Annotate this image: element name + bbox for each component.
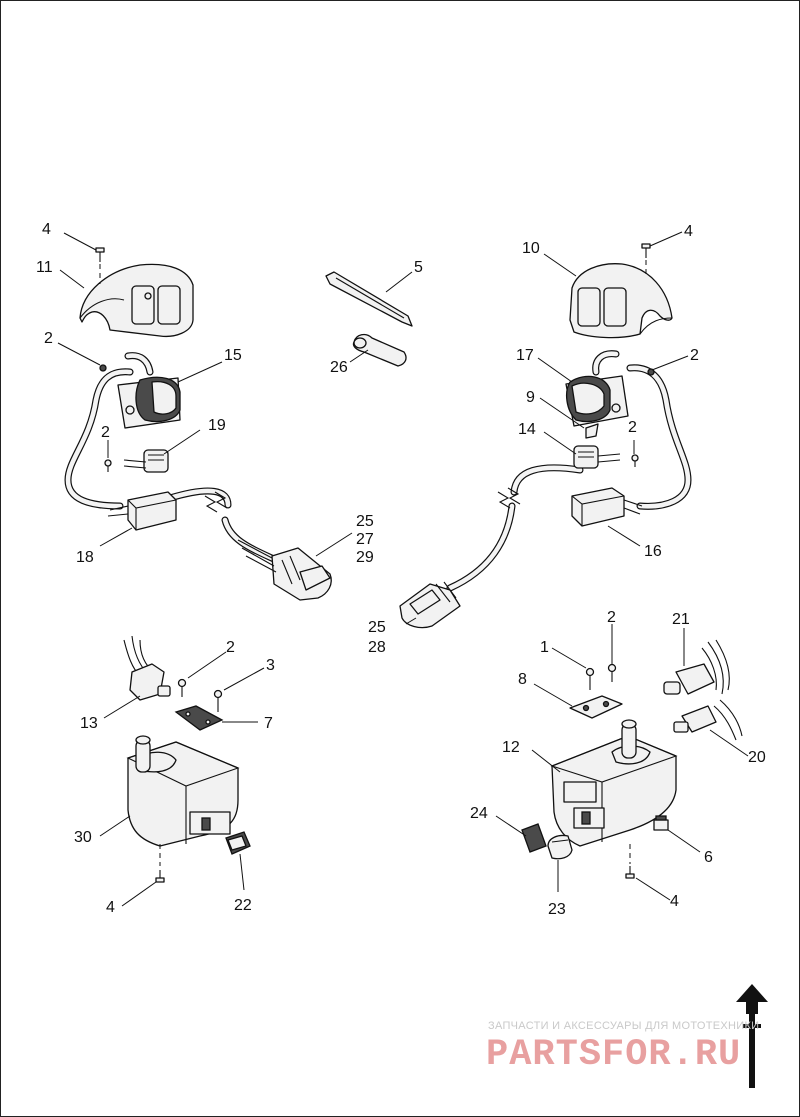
- callout-9: 9: [526, 389, 535, 406]
- callout-15: 15: [224, 347, 242, 364]
- callout-4-left-top: 4: [42, 221, 51, 238]
- cable-strap-5: [325, 271, 413, 327]
- callout-20: 20: [748, 749, 766, 766]
- callout-24: 24: [470, 805, 488, 822]
- callout-2-lower-left: 2: [226, 639, 235, 656]
- watermark-caption: ЗАПЧАСТИ И АКСЕССУАРЫ ДЛЯ МОТОТЕХНИКИ: [488, 1020, 760, 1032]
- callout-6: 6: [704, 849, 713, 866]
- callout-16: 16: [644, 543, 662, 560]
- plate-7: [174, 705, 224, 731]
- lower-housing-30: [126, 735, 240, 847]
- callout-25-right: 25: [368, 619, 386, 636]
- callout-4-lower-right: 4: [670, 893, 679, 910]
- button-23: [547, 834, 573, 860]
- watermark-logo: PARTSFOR.RU: [486, 1034, 742, 1076]
- screw-4-lower-left: [155, 844, 165, 883]
- button-24: [521, 823, 547, 853]
- lower-housing-12: [550, 719, 678, 847]
- screw-3: [213, 689, 223, 712]
- callout-10: 10: [522, 240, 540, 257]
- right-switch-17: [565, 375, 629, 427]
- switch-20: [673, 699, 743, 741]
- callout-28: 28: [368, 639, 386, 656]
- screw-1: [585, 667, 595, 690]
- switch-21: [663, 639, 730, 695]
- callout-17: 17: [516, 347, 534, 364]
- callout-14: 14: [518, 421, 536, 438]
- callout-2-right-a: 2: [690, 347, 699, 364]
- sleeve-26: [352, 333, 407, 367]
- callout-18: 18: [76, 549, 94, 566]
- screw-2-lower-left: [177, 678, 187, 697]
- button-22: [225, 831, 251, 855]
- screw-2-left-b: [104, 459, 112, 472]
- callout-21: 21: [672, 611, 690, 628]
- right-switch-16: [571, 487, 643, 527]
- callout-29: 29: [356, 549, 374, 566]
- leader-lines: [57, 231, 749, 907]
- left-switch-19: [123, 449, 169, 473]
- callout-2-lower-right: 2: [607, 609, 616, 626]
- callout-11: 11: [36, 259, 53, 276]
- left-connector-25-27-29: [237, 539, 332, 601]
- plate-8: [569, 695, 623, 719]
- clip-9: [585, 423, 599, 439]
- callout-25-left: 25: [356, 513, 374, 530]
- screw-2-right-a: [647, 368, 655, 376]
- right-upper-housing-10: [569, 263, 673, 339]
- callout-4-lower-left: 4: [106, 899, 115, 916]
- callout-19: 19: [208, 417, 226, 434]
- screw-4-lower-right: [625, 844, 635, 879]
- switch-13: [123, 635, 171, 701]
- callout-26: 26: [330, 359, 348, 376]
- callout-2-right-b: 2: [628, 419, 637, 436]
- screw-4-left-top: [95, 247, 105, 284]
- callout-3: 3: [266, 657, 275, 674]
- callout-labels: 4 11 2 15 2 19 18 25 27 29 5 26 10 4 17 …: [36, 221, 766, 918]
- plug-6: [653, 815, 669, 831]
- callout-8: 8: [518, 671, 527, 688]
- callout-2-left-b: 2: [101, 424, 110, 441]
- callout-13: 13: [80, 715, 98, 732]
- screw-2-lower-right: [607, 663, 617, 682]
- left-switch-15: [117, 376, 181, 429]
- callout-22: 22: [234, 897, 252, 914]
- callout-27: 27: [356, 531, 374, 548]
- screw-2-right-b: [631, 454, 639, 467]
- right-wiring-harness: [446, 350, 692, 592]
- right-switch-14: [573, 445, 621, 469]
- right-connector-25-28: [399, 581, 461, 629]
- callout-2-left-a: 2: [44, 330, 53, 347]
- screw-4-right-top: [641, 243, 651, 278]
- callout-1: 1: [540, 639, 549, 656]
- screw-2-left-a: [99, 364, 107, 372]
- callout-5: 5: [414, 259, 423, 276]
- callout-7: 7: [264, 715, 273, 732]
- callout-23: 23: [548, 901, 566, 918]
- callout-12: 12: [502, 739, 520, 756]
- left-wiring-harness: [64, 352, 280, 564]
- left-upper-housing-11: [79, 263, 194, 338]
- up-arrow-icon: [736, 984, 768, 1088]
- callout-4-right-top: 4: [684, 223, 693, 240]
- callout-30: 30: [74, 829, 92, 846]
- left-switch-18: [107, 491, 177, 531]
